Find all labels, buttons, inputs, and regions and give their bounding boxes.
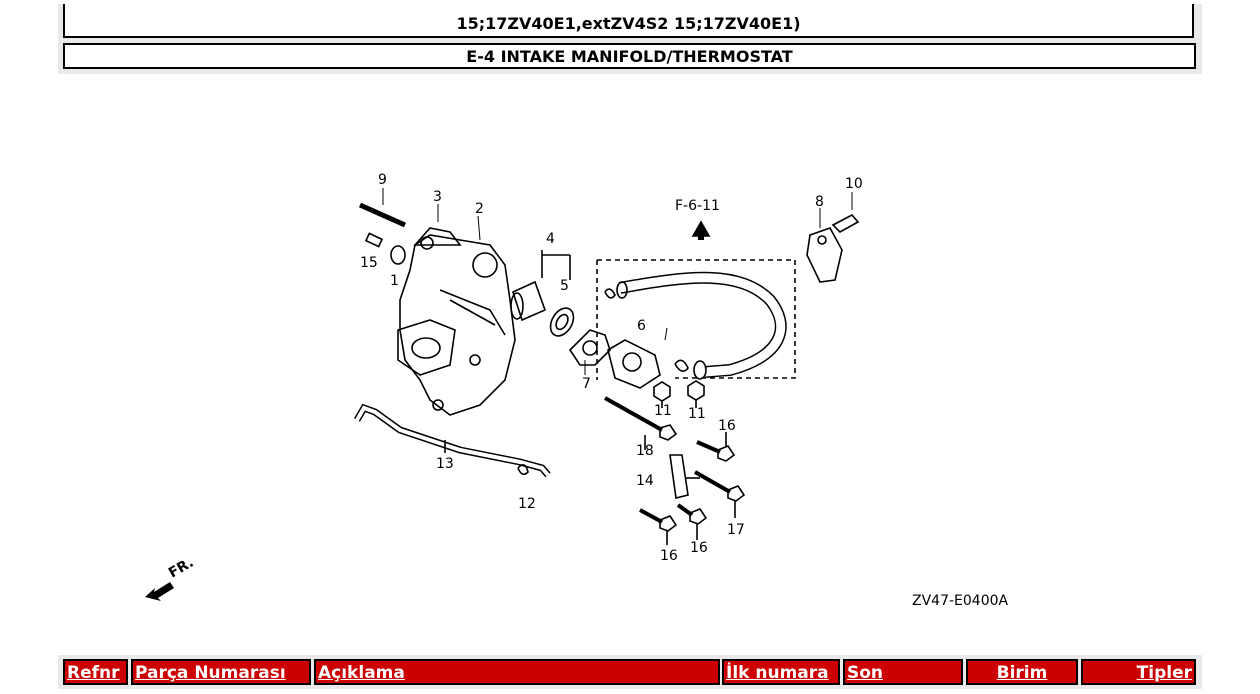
col-part-number[interactable]: Parça Numarası <box>131 659 311 685</box>
callout-16a: 16 <box>718 418 736 434</box>
col-first-number[interactable]: İlk numara <box>722 659 840 685</box>
callout-16c: 16 <box>690 540 708 556</box>
col-last[interactable]: Son <box>843 659 963 685</box>
callout-11a: 11 <box>654 403 672 419</box>
callout-1: 1 <box>390 273 399 289</box>
callout-7: 7 <box>582 376 591 392</box>
callout-6: 6 <box>637 318 646 334</box>
callout-13: 13 <box>436 456 454 472</box>
callout-5: 5 <box>560 278 569 294</box>
callout-10: 10 <box>845 176 863 192</box>
col-refnr[interactable]: Refnr <box>63 659 128 685</box>
callout-11b: 11 <box>688 406 706 422</box>
callout-2: 2 <box>475 201 484 217</box>
callout-18: 18 <box>636 443 654 459</box>
diagram-code: ZV47-E0400A <box>912 593 1009 609</box>
callout-15: 15 <box>360 255 378 271</box>
callout-14: 14 <box>636 473 654 489</box>
callout-12: 12 <box>518 496 536 512</box>
callout-9: 9 <box>378 172 387 188</box>
models-header: 15;17ZV40E1,extZV4S2 15;17ZV40E1) <box>63 4 1194 38</box>
col-description[interactable]: Açıklama <box>314 659 720 685</box>
section-title: E-4 INTAKE MANIFOLD/THERMOSTAT <box>63 43 1196 69</box>
callout-16b: 16 <box>660 548 678 564</box>
callout-3: 3 <box>433 189 442 205</box>
reference-label: F-6-11 <box>675 198 720 214</box>
parts-diagram: FR. 9 3 2 15 1 4 5 6 7 8 10 11 11 13 12 … <box>145 172 1009 609</box>
callout-17: 17 <box>727 522 745 538</box>
front-label: FR. <box>166 555 196 582</box>
col-unit[interactable]: Birim <box>966 659 1078 685</box>
front-arrow-icon: FR. <box>145 555 196 601</box>
col-types[interactable]: Tipler <box>1081 659 1196 685</box>
callout-8: 8 <box>815 194 824 210</box>
callout-4: 4 <box>546 231 555 247</box>
